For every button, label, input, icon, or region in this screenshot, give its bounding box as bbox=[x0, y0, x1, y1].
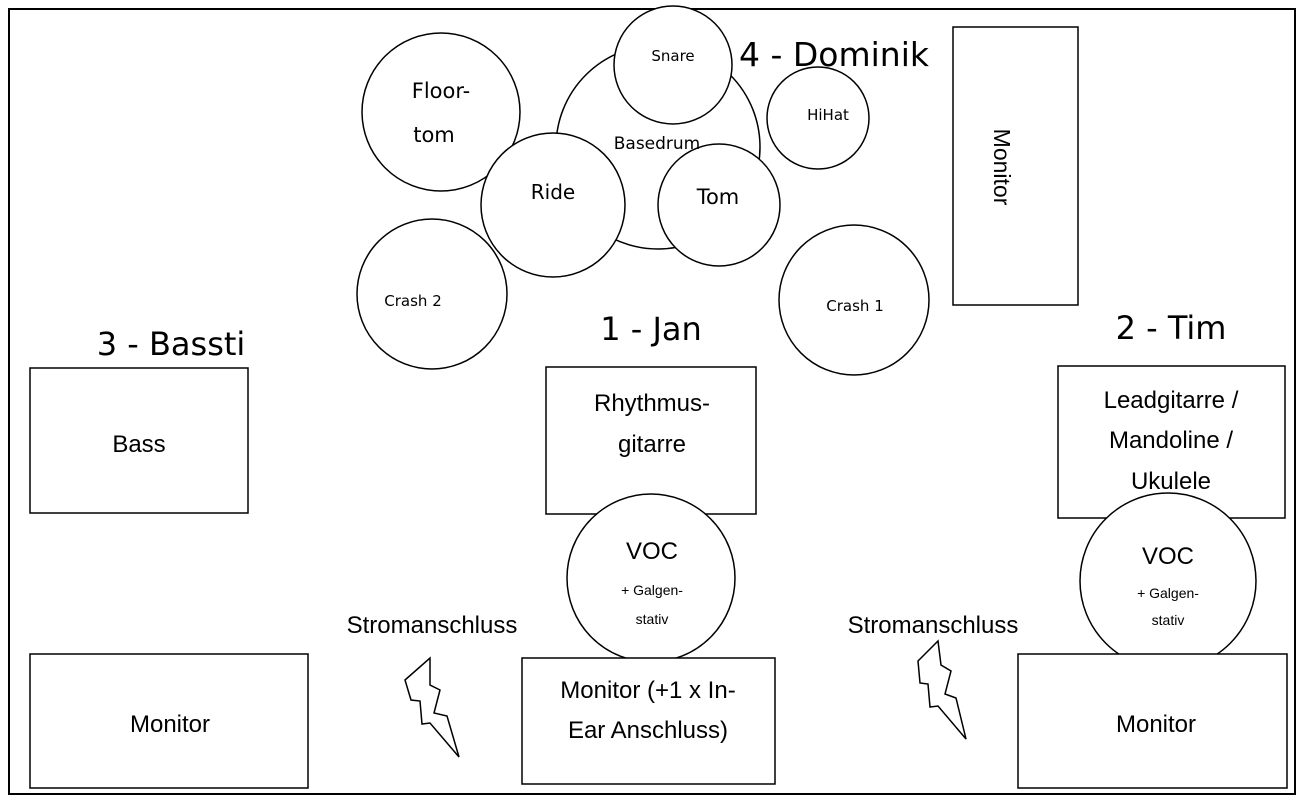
equipment-boxes bbox=[29, 26, 1286, 519]
floortom-label-line1: Floor- bbox=[412, 79, 470, 103]
basedrum-label: Basedrum bbox=[614, 134, 701, 154]
bass-label: Bass bbox=[112, 431, 165, 458]
hihat-circle bbox=[766, 66, 870, 170]
vocal-center-circle bbox=[566, 493, 736, 663]
dominik-name: 4 - Dominik bbox=[739, 35, 930, 74]
tim-name: 2 - Tim bbox=[1116, 309, 1227, 347]
power-left-label: Stromanschluss bbox=[347, 612, 518, 639]
vocal-mics bbox=[566, 492, 1257, 670]
center-monitor-label-line1: Monitor (+1 x In- bbox=[560, 677, 735, 704]
box-labels: Monitor Bass Rhythmus- gitarre Leadgitar… bbox=[112, 129, 1238, 744]
vocal-center-line1: + Galgen- bbox=[621, 582, 683, 598]
crash1-label: Crash 1 bbox=[826, 297, 883, 315]
snare-label: Snare bbox=[651, 47, 694, 65]
drum-monitor-label: Monitor bbox=[989, 129, 1015, 206]
right-monitor-label: Monitor bbox=[1116, 711, 1196, 738]
vocal-right-line1: + Galgen- bbox=[1137, 585, 1199, 601]
musician-names: 4 - Dominik 1 - Jan 2 - Tim 3 - Bassti bbox=[97, 35, 1227, 363]
vocal-right-title: VOC bbox=[1142, 543, 1194, 570]
bass-box bbox=[29, 367, 249, 514]
ride-label: Ride bbox=[531, 180, 575, 204]
power-right-label: Stromanschluss bbox=[848, 612, 1019, 639]
bassti-name: 3 - Bassti bbox=[97, 325, 246, 363]
left-monitor-box bbox=[29, 653, 309, 789]
vocal-right-line2: stativ bbox=[1152, 612, 1185, 628]
rhythm-guitar-label-line2: gitarre bbox=[618, 431, 686, 458]
lead-guitar-label-line3: Ukulele bbox=[1131, 468, 1211, 495]
left-monitor-label: Monitor bbox=[130, 711, 210, 738]
floortom-circle bbox=[361, 32, 521, 192]
rhythm-guitar-label-line1: Rhythmus- bbox=[594, 390, 710, 417]
lead-guitar-label-line2: Mandoline / bbox=[1109, 427, 1233, 454]
crash1-circle bbox=[778, 224, 930, 376]
rhythm-guitar-box bbox=[545, 366, 757, 515]
vocal-center-title: VOC bbox=[626, 538, 678, 565]
center-monitor-box bbox=[521, 657, 776, 785]
lead-guitar-label-line1: Leadgitarre / bbox=[1104, 387, 1239, 414]
tom-circle bbox=[657, 143, 781, 267]
tom-label: Tom bbox=[696, 185, 740, 209]
lightning-bolt-icon bbox=[917, 639, 967, 740]
vocal-center-line2: stativ bbox=[636, 611, 669, 627]
drum-kit bbox=[356, 5, 930, 376]
hihat-label: HiHat bbox=[807, 106, 849, 124]
front-monitors bbox=[29, 653, 1288, 789]
drum-monitor-box bbox=[952, 26, 1079, 306]
vocal-right-circle bbox=[1079, 492, 1257, 670]
ride-circle bbox=[480, 132, 626, 278]
crash2-circle bbox=[356, 218, 508, 370]
crash2-label: Crash 2 bbox=[384, 292, 441, 310]
snare-circle bbox=[613, 5, 733, 125]
floortom-label-line2: tom bbox=[413, 123, 455, 147]
right-monitor-box bbox=[1017, 653, 1288, 789]
lightning-bolt-icon bbox=[404, 656, 460, 758]
drum-labels: Snare Floor- tom Basedrum HiHat Ride Tom… bbox=[384, 47, 883, 315]
jan-name: 1 - Jan bbox=[600, 310, 702, 348]
center-monitor-label-line2: Ear Anschluss) bbox=[568, 717, 728, 744]
